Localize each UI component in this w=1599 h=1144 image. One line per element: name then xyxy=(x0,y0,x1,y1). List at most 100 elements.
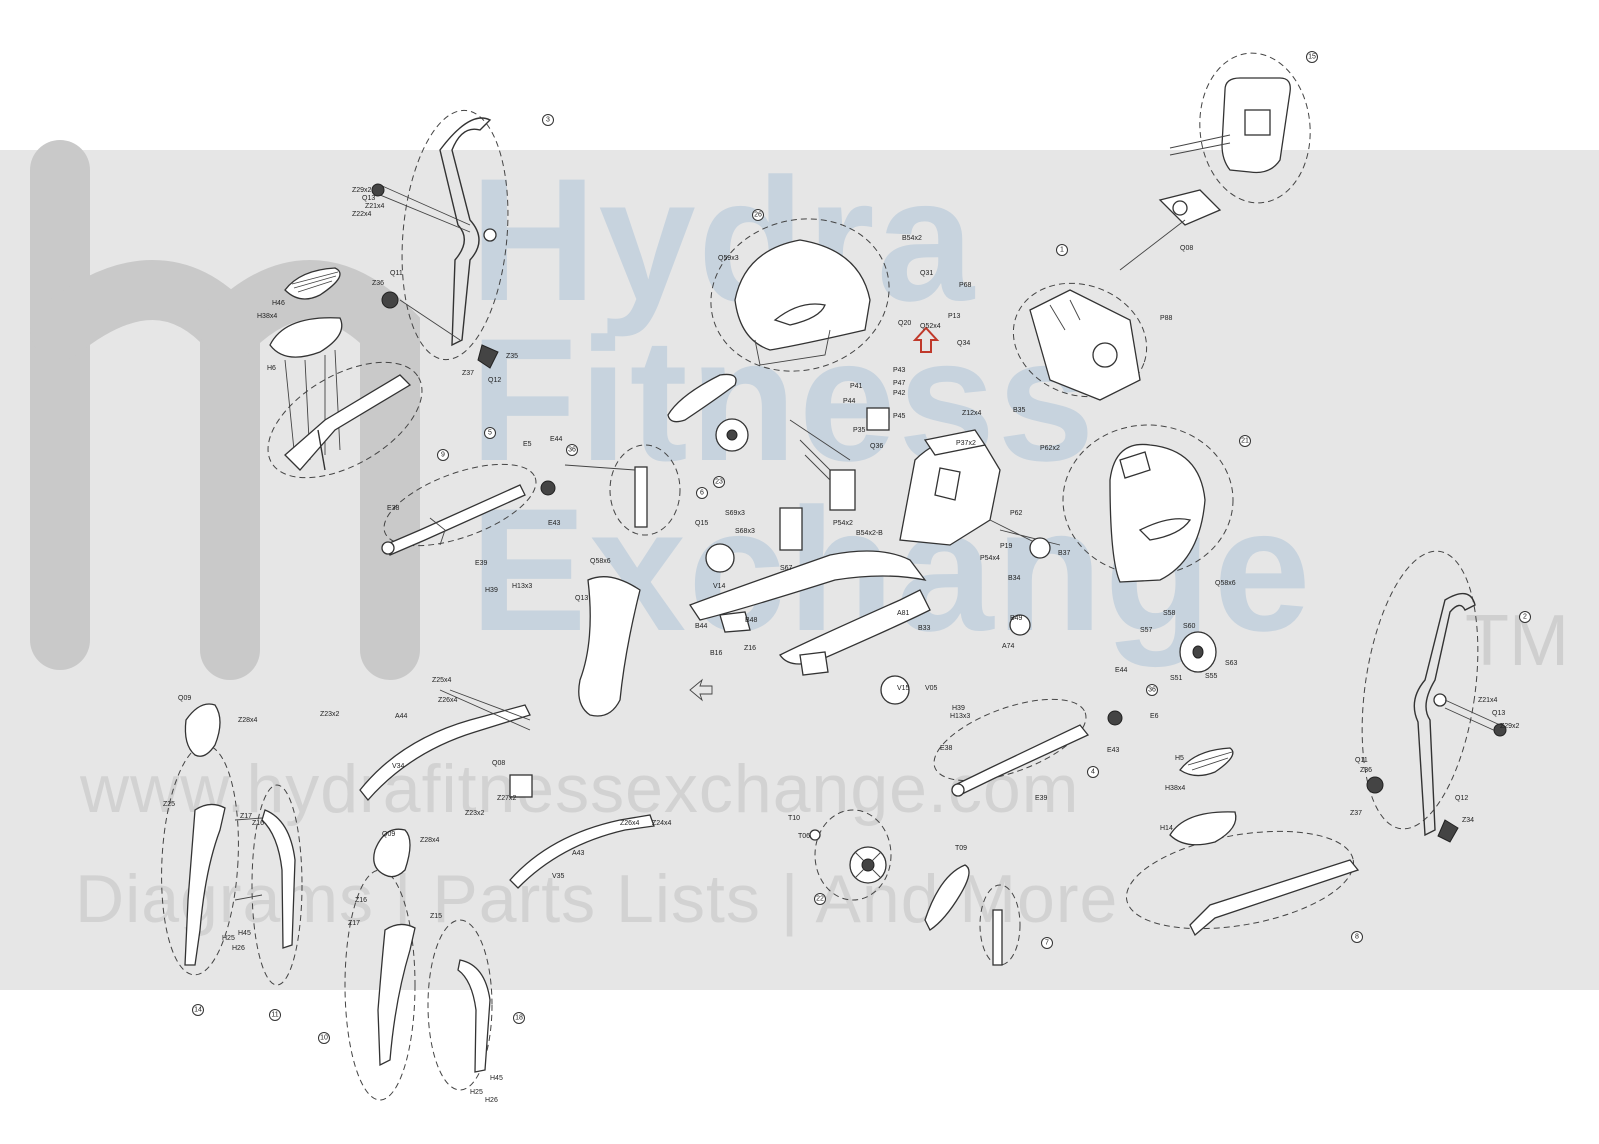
part-label: Q13 xyxy=(362,195,375,202)
part-label: H38x4 xyxy=(257,313,277,320)
part-label: Q34 xyxy=(957,340,970,347)
callout-7: 7 xyxy=(1041,937,1053,949)
part-label: Z37 xyxy=(462,370,474,377)
motor-bracket xyxy=(779,407,890,551)
callout-circle xyxy=(513,1012,525,1024)
part-label: Q09 xyxy=(382,831,395,838)
part-label: H13x3 xyxy=(512,583,532,590)
part-label: Q09 xyxy=(178,695,191,702)
part-label: Q31 xyxy=(920,270,933,277)
part-label: Q08 xyxy=(492,760,505,767)
part-label: P47 xyxy=(893,380,906,387)
callout-number: 18 xyxy=(515,1015,523,1022)
part-label: H26 xyxy=(485,1097,498,1104)
callout-9: 9 xyxy=(437,449,449,461)
part-label: H45 xyxy=(238,930,251,937)
part-label: E44 xyxy=(550,436,563,443)
right-shroud xyxy=(1109,443,1206,583)
part-label: Z27x2 xyxy=(497,795,517,802)
part-label: H14 xyxy=(1160,825,1173,832)
console-assembly xyxy=(1119,77,1291,271)
callout-5: 5 xyxy=(484,427,496,439)
watermark-line-1: Hydra xyxy=(470,143,977,338)
part-label: P37x2 xyxy=(956,440,976,447)
part-label: E39 xyxy=(1035,795,1048,802)
part-label: Z16 xyxy=(744,645,756,652)
part-label: B49 xyxy=(1010,615,1023,622)
part-label: P68 xyxy=(959,282,972,289)
callout-circle xyxy=(696,487,708,499)
callout-22: 22 xyxy=(814,893,826,905)
lower-arms xyxy=(184,803,491,1073)
callout-circle xyxy=(1351,931,1363,943)
callout-14: 14 xyxy=(192,1004,204,1016)
part-label: H38x4 xyxy=(1165,785,1185,792)
highlight-arrow xyxy=(912,326,940,353)
part-label: H46 xyxy=(272,300,285,307)
part-label: Z37 xyxy=(1350,810,1362,817)
drive-belt xyxy=(924,864,1003,966)
part-label: Z23x2 xyxy=(320,711,340,718)
watermark-trademark: TM xyxy=(1465,601,1569,681)
callout-number: 14 xyxy=(194,1007,202,1014)
part-label: S51 xyxy=(1170,675,1183,682)
left-pedal-arm xyxy=(284,374,412,471)
part-label: P45 xyxy=(893,413,906,420)
callout-36: 36 xyxy=(1146,684,1158,696)
callout-number: 4 xyxy=(1091,769,1095,776)
callout-circle xyxy=(437,449,449,461)
part-label: Z17 xyxy=(240,813,252,820)
callout-number: 9 xyxy=(441,452,445,459)
left-swing-arm xyxy=(381,480,556,556)
part-label: E39 xyxy=(475,560,488,567)
callout-number: 36 xyxy=(1148,687,1156,694)
left-pedal-assembly xyxy=(269,267,343,461)
callout-circle xyxy=(484,427,496,439)
part-label: H39 xyxy=(485,587,498,594)
part-label: Z24x4 xyxy=(652,820,672,827)
callout-number: 11 xyxy=(271,1012,278,1019)
part-label: Z23x2 xyxy=(465,810,485,817)
part-label: B37 xyxy=(1058,550,1071,557)
part-label: Q58x6 xyxy=(590,558,611,565)
belt-and-pulley xyxy=(667,373,749,452)
flywheel-assembly xyxy=(705,543,1217,705)
part-label: Z17 xyxy=(348,920,360,927)
right-swing-arm xyxy=(951,710,1123,797)
part-label: A43 xyxy=(572,850,585,857)
callout-8: 8 xyxy=(1351,931,1363,943)
part-label: Q11 xyxy=(390,270,403,277)
part-label: S63 xyxy=(1225,660,1238,667)
part-label: B35 xyxy=(1013,407,1026,414)
part-label: P35 xyxy=(853,427,866,434)
callout-circle xyxy=(1239,435,1251,447)
callout-circle xyxy=(1306,51,1318,63)
part-label: Z15 xyxy=(430,913,442,920)
part-label: A81 xyxy=(897,610,910,617)
callout-18: 18 xyxy=(513,1012,525,1024)
callout-number: 1 xyxy=(1060,247,1064,254)
part-label: H26 xyxy=(232,945,245,952)
callout-number: 3 xyxy=(546,117,550,124)
part-label: Q13 xyxy=(575,595,588,602)
group-outlines xyxy=(161,52,1479,1101)
callout-6: 6 xyxy=(696,487,708,499)
part-label: Z25x4 xyxy=(432,677,452,684)
part-label: B54x2 xyxy=(902,235,922,242)
callout-number: 23 xyxy=(715,479,723,486)
callout-circle xyxy=(752,209,764,221)
part-label: T09 xyxy=(955,845,967,852)
part-label: E5 xyxy=(523,441,532,448)
part-label: P44 xyxy=(843,398,856,405)
part-labels: Z29x2Q13Z21x4Z22x4H46H38x4Z36Q11H6Z37Q12… xyxy=(163,187,1520,1104)
arm-grips xyxy=(184,703,411,878)
part-label: Z28x4 xyxy=(238,717,258,724)
part-label: H39 xyxy=(952,705,965,712)
part-label: Q13 xyxy=(1492,710,1505,717)
part-label: E38 xyxy=(387,505,400,512)
part-label: H25 xyxy=(222,935,235,942)
part-label: E43 xyxy=(1107,747,1120,754)
part-label: T06 xyxy=(798,833,810,840)
callout-number: 2 xyxy=(1523,614,1527,621)
